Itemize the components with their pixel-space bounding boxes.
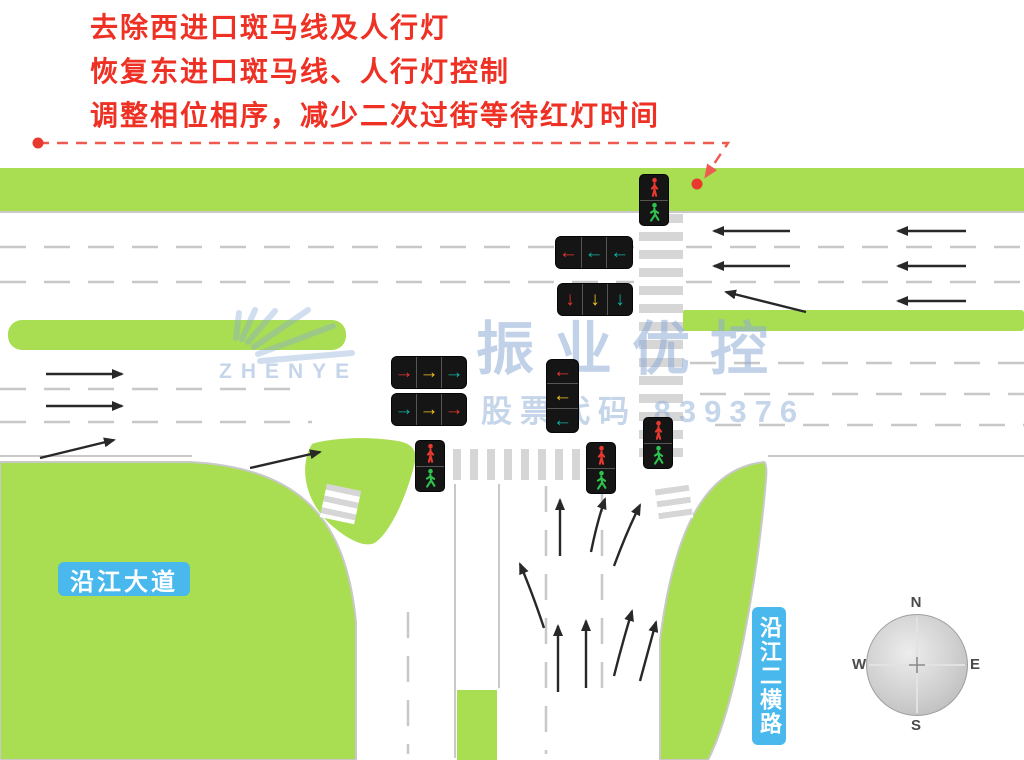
ped-green-figure <box>416 465 444 492</box>
annotation-dashed-arrow <box>38 141 731 179</box>
compass-dial <box>866 614 968 716</box>
flow-arrow <box>638 620 659 682</box>
crossing-pad-west <box>319 483 362 525</box>
corner-southwest <box>0 461 357 760</box>
compass-rose: N S W E <box>852 594 980 734</box>
signal-right-arrow-green: → <box>441 357 466 388</box>
crossing-pad-east <box>654 484 694 523</box>
flow-arrow <box>612 503 642 567</box>
signal-left-arrow-red: ← <box>558 242 578 263</box>
annotation-line-1: 去除西进口斑马线及人行灯 <box>90 12 451 43</box>
signal-right-arrow-red: → <box>394 362 414 383</box>
flow-arrow <box>589 497 607 553</box>
compass-label-north: N <box>910 594 922 611</box>
crosswalk-east-approach <box>639 214 683 458</box>
signal-right-arrow-yellow: → <box>416 357 441 388</box>
signal-right-arrow-red: → <box>441 394 466 425</box>
signal-left-arrow-green: ← <box>606 237 632 268</box>
signal-west-approach-right-arrows-2: →→→ <box>392 394 466 425</box>
annotation-line-3: 调整相位相序，减少二次过街等待红灯时间 <box>90 100 661 131</box>
signal-left-arrow-green: ← <box>580 237 607 268</box>
annotation-line-2: 恢复东进口斑马线、人行灯控制 <box>90 56 511 87</box>
annotation-dot-start <box>32 137 44 149</box>
flow-arrow <box>249 449 322 470</box>
compass-label-south: S <box>910 717 921 734</box>
watermark-stock-code: 股票代码 839376 <box>481 394 806 429</box>
watermark-brand: 振业优控 <box>476 317 789 382</box>
signal-right-arrow-green: → <box>394 399 414 420</box>
crosswalk-south-approach <box>453 449 582 480</box>
ped-light-south-crosswalk-east-end <box>587 443 615 493</box>
flow-arrow <box>518 562 546 629</box>
grass-strip-north <box>0 168 1024 212</box>
ped-green-figure <box>587 467 615 494</box>
ped-red-figure <box>640 175 668 200</box>
ped-light-island <box>416 441 444 491</box>
flow-arrow <box>39 437 116 460</box>
compass-label-west: W <box>852 656 867 673</box>
ped-red-figure <box>587 443 615 468</box>
watermark-logo-fan <box>233 307 355 364</box>
ped-red-figure <box>416 441 444 466</box>
flow-arrow <box>612 609 634 677</box>
signal-west-approach-right-arrows-1: →→→ <box>392 357 466 388</box>
compass-label-east: E <box>969 656 980 673</box>
median-south <box>457 690 497 760</box>
watermark-logo-text: ZHENYE <box>219 360 359 383</box>
road-label-west: 沿江大道 <box>58 562 190 596</box>
annotation-dot-target <box>691 178 703 190</box>
compass-cross <box>869 617 965 713</box>
signal-right-arrow-yellow: → <box>416 394 441 425</box>
signal-east-approach-left-arrows: ←←← <box>556 237 632 268</box>
road-label-south: 沿江二横路 <box>752 607 786 745</box>
